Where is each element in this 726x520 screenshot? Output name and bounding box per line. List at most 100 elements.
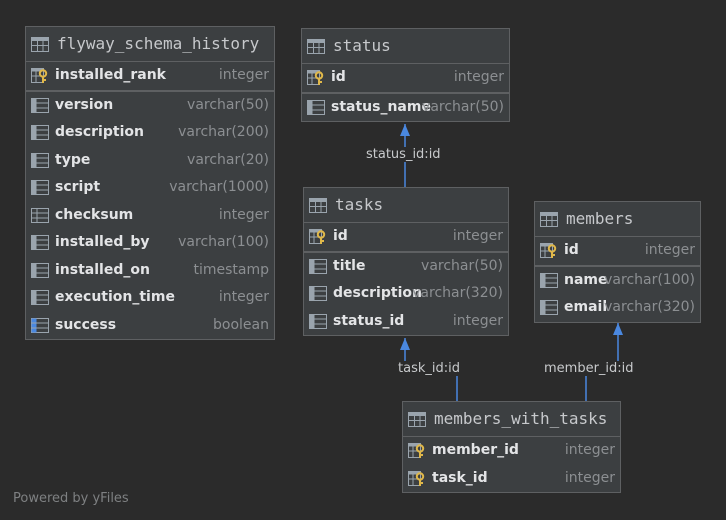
primary-key-icon bbox=[408, 443, 428, 463]
column-type: integer bbox=[218, 206, 269, 223]
primary-key-icon bbox=[408, 470, 428, 491]
table-header[interactable]: status bbox=[302, 29, 509, 64]
column-row[interactable]: description varchar(200) bbox=[26, 119, 274, 147]
relation-label-task: task_id:id bbox=[397, 361, 461, 376]
relation-label-member: member_id:id bbox=[543, 361, 635, 376]
column-type: varchar(50) bbox=[422, 98, 504, 115]
column-row[interactable]: execution_time integer bbox=[26, 284, 274, 312]
table-name: tasks bbox=[335, 195, 384, 214]
column-icon bbox=[31, 125, 49, 144]
column-icon bbox=[31, 290, 49, 309]
column-row[interactable]: id integer bbox=[535, 237, 700, 265]
table-status[interactable]: status id integer status_name varchar(50… bbox=[301, 28, 510, 122]
column-name: id bbox=[564, 242, 579, 258]
column-row[interactable]: task_id integer bbox=[403, 465, 620, 493]
column-icon bbox=[31, 235, 49, 254]
primary-key-icon bbox=[540, 243, 560, 263]
column-row[interactable]: script varchar(1000) bbox=[26, 174, 274, 202]
column-row[interactable]: checksum integer bbox=[26, 202, 274, 230]
column-name: success bbox=[55, 316, 117, 333]
column-row[interactable]: description varchar(320) bbox=[304, 280, 508, 308]
column-name: script bbox=[55, 179, 101, 195]
column-row[interactable]: member_id integer bbox=[403, 437, 620, 465]
column-type: varchar(200) bbox=[178, 124, 269, 140]
table-flyway-schema-history[interactable]: flyway_schema_history installed_rank int… bbox=[25, 26, 275, 340]
table-name: members bbox=[566, 209, 634, 228]
column-name: description bbox=[333, 285, 422, 301]
column-type: integer bbox=[218, 67, 269, 83]
column-name: status_name bbox=[331, 98, 431, 115]
column-row[interactable]: status_id integer bbox=[304, 308, 508, 336]
primary-key-icon bbox=[31, 68, 51, 88]
watermark: Powered by yFiles bbox=[13, 491, 129, 506]
table-members-with-tasks[interactable]: members_with_tasks member_id integer tas… bbox=[402, 401, 621, 493]
column-name: installed_on bbox=[55, 261, 150, 278]
table-header[interactable]: members_with_tasks bbox=[403, 402, 620, 437]
column-row[interactable]: id integer bbox=[302, 64, 509, 92]
relation-label-status: status_id:id bbox=[365, 147, 442, 162]
column-icon bbox=[31, 262, 49, 282]
column-type: integer bbox=[564, 442, 615, 458]
column-type: varchar(100) bbox=[604, 271, 695, 288]
column-name: email bbox=[564, 299, 608, 315]
column-name: id bbox=[331, 69, 346, 85]
column-name: status_id bbox=[333, 312, 405, 329]
table-header[interactable]: flyway_schema_history bbox=[26, 27, 274, 62]
column-row[interactable]: status_name varchar(50) bbox=[302, 94, 509, 122]
table-name: flyway_schema_history bbox=[57, 34, 260, 53]
column-row[interactable]: title varchar(50) bbox=[304, 253, 508, 281]
column-type: boolean bbox=[213, 316, 269, 333]
column-type: varchar(20) bbox=[187, 151, 269, 168]
column-row[interactable]: id integer bbox=[304, 223, 508, 251]
column-icon bbox=[309, 286, 327, 305]
table-name: status bbox=[333, 36, 391, 55]
column-name: name bbox=[564, 271, 608, 288]
column-icon bbox=[540, 272, 558, 292]
column-type: integer bbox=[564, 469, 615, 486]
column-type: integer bbox=[644, 242, 695, 258]
column-type: varchar(100) bbox=[178, 234, 269, 250]
column-type: integer bbox=[452, 228, 503, 244]
column-type: varchar(50) bbox=[187, 96, 269, 113]
column-name: task_id bbox=[432, 469, 488, 486]
table-members[interactable]: members id integer name varchar(100) ema… bbox=[534, 201, 701, 323]
column-type: varchar(320) bbox=[412, 285, 503, 301]
column-row[interactable]: email varchar(320) bbox=[535, 294, 700, 322]
column-icon bbox=[309, 258, 327, 278]
column-row[interactable]: success boolean bbox=[26, 312, 274, 340]
table-header[interactable]: members bbox=[535, 202, 700, 237]
column-name: member_id bbox=[432, 442, 519, 458]
column-type: integer bbox=[452, 312, 503, 329]
column-name: execution_time bbox=[55, 289, 175, 305]
column-icon bbox=[31, 317, 49, 337]
column-type: varchar(50) bbox=[421, 257, 503, 274]
table-icon bbox=[31, 37, 49, 56]
table-name: members_with_tasks bbox=[434, 409, 608, 428]
column-row[interactable]: type varchar(20) bbox=[26, 147, 274, 175]
table-icon bbox=[309, 198, 327, 217]
column-name: title bbox=[333, 257, 366, 274]
table-header[interactable]: tasks bbox=[304, 188, 508, 223]
column-icon bbox=[31, 207, 49, 227]
column-name: installed_by bbox=[55, 234, 150, 250]
column-name: installed_rank bbox=[55, 67, 166, 83]
column-icon bbox=[31, 180, 49, 199]
column-row[interactable]: installed_on timestamp bbox=[26, 257, 274, 285]
column-row[interactable]: version varchar(50) bbox=[26, 92, 274, 120]
column-name: description bbox=[55, 124, 144, 140]
table-tasks[interactable]: tasks id integer title varchar(50) descr… bbox=[303, 187, 509, 336]
column-row[interactable]: name varchar(100) bbox=[535, 267, 700, 295]
column-icon bbox=[307, 99, 325, 119]
column-icon bbox=[31, 152, 49, 172]
primary-key-icon bbox=[309, 229, 329, 249]
column-type: timestamp bbox=[193, 261, 269, 278]
column-name: id bbox=[333, 228, 348, 244]
column-type: integer bbox=[218, 289, 269, 305]
table-icon bbox=[307, 39, 325, 58]
column-name: version bbox=[55, 96, 114, 113]
table-icon bbox=[540, 212, 558, 231]
column-name: type bbox=[55, 151, 91, 168]
column-name: checksum bbox=[55, 206, 134, 223]
column-row[interactable]: installed_rank integer bbox=[26, 62, 274, 90]
column-row[interactable]: installed_by varchar(100) bbox=[26, 229, 274, 257]
